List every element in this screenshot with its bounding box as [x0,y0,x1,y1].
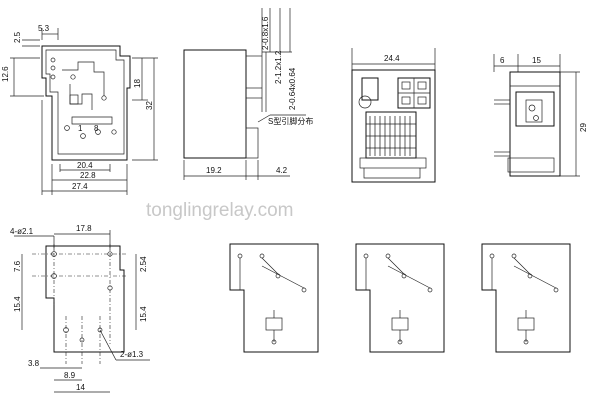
dim-5-3: 5.3 [38,24,50,33]
dim-2-54: 2.54 [139,256,148,272]
dim-2-5: 2.5 [13,31,22,43]
svg-text:8: 8 [94,124,99,133]
svg-text:1: 1 [78,124,83,133]
dim-4-phi-2-1: 4-ø2.1 [10,227,34,236]
dim-7-6: 7.6 [13,260,22,272]
end-view: 6 15 29 [493,54,588,177]
watermark-text: tonglingrelay.com [146,200,294,221]
dim-15-4-left: 15.4 [13,296,22,312]
dim-15: 15 [532,56,541,65]
pcb-layout: 4-ø2.1 17.8 7.6 2.54 15.4 15.4 3.8 8.9 1… [10,224,150,393]
dim-2-0-8x1-6: 2-0.8x1.6 [261,16,270,50]
schematic-3 [481,243,571,353]
dim-15-4-right: 15.4 [139,306,148,322]
dim-27-4: 27.4 [72,182,88,191]
dim-2-phi-1-3: 2-ø1.3 [120,350,144,359]
schematic-2 [355,243,445,353]
dim-19-2: 19.2 [206,166,222,175]
dim-8-9: 8.9 [64,371,76,380]
dim-2-1-2x1-2: 2-1.2x1.2 [274,50,283,84]
dim-2-0-64x0-64: 2-0.64x0.64 [288,67,297,110]
pin-callout: S型引脚分布 [268,116,313,126]
dim-22-8: 22.8 [80,171,96,180]
dim-29: 29 [579,123,588,132]
dim-20-4: 20.4 [77,161,93,170]
side-view: 2-0.8x1.6 2-1.2x1.2 2-0.64x0.64 S型引脚分布 1… [183,8,313,180]
dim-32: 32 [145,101,154,110]
schematic-1 [229,243,319,353]
coil-hatching [366,116,416,156]
dim-6: 6 [500,56,505,65]
front-view: 24.4 [351,48,436,183]
dim-18: 18 [133,79,142,88]
dim-12-6: 12.6 [1,66,10,82]
dim-3-8: 3.8 [28,359,40,368]
top-view: 1 8 5.3 2.5 12.6 18 32 20.4 22.8 27.4 [1,24,158,195]
dim-24-4: 24.4 [384,54,400,63]
dim-4-2: 4.2 [276,166,288,175]
dim-17-8: 17.8 [76,224,92,233]
dim-14: 14 [76,383,85,392]
